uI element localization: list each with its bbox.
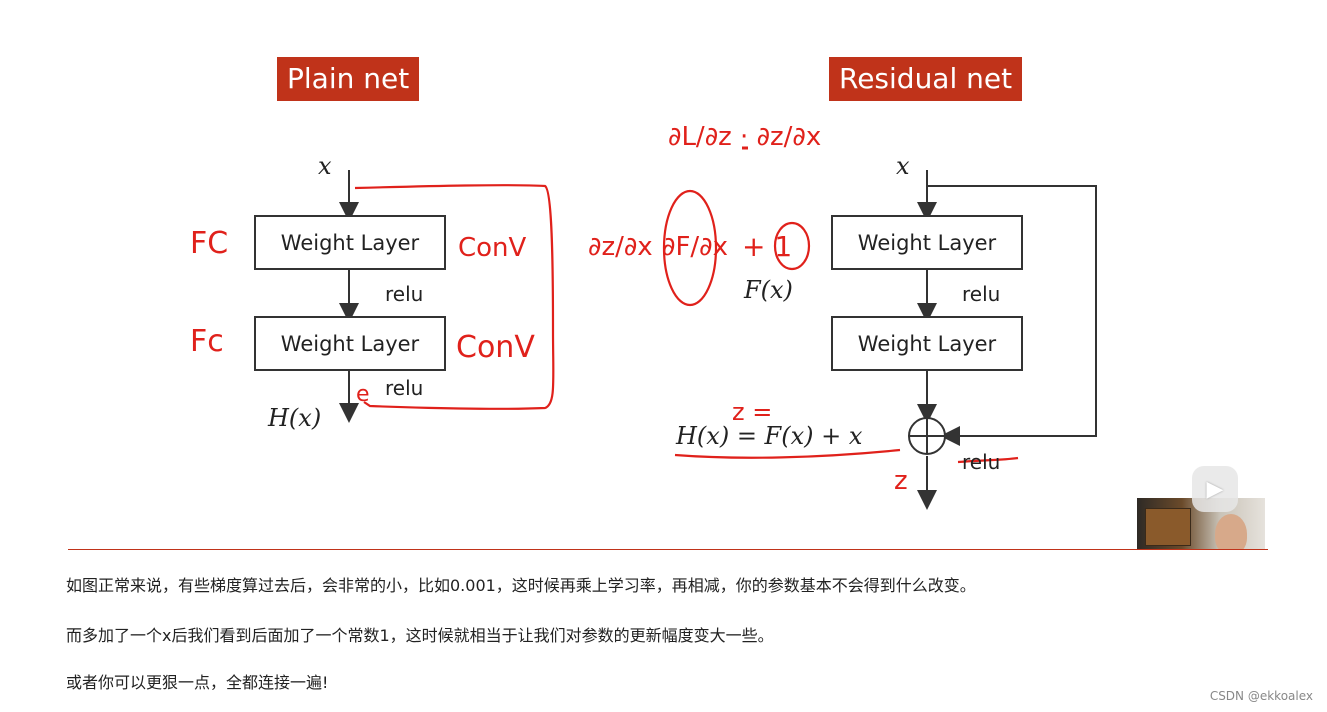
relu-strike bbox=[957, 456, 1019, 464]
paragraph-1: 如图正常来说，有些梯度算过去后，会非常的小，比如0.001，这时候再乘上学习率，… bbox=[66, 576, 976, 595]
plain-relu-1: relu bbox=[385, 282, 424, 306]
plain-weight-layer-2: Weight Layer bbox=[254, 316, 446, 371]
residual-input-label: x bbox=[896, 152, 910, 180]
residual-relu-1: relu bbox=[962, 282, 1001, 306]
residual-weight-layer-1: Weight Layer bbox=[831, 215, 1023, 270]
play-icon: ▶ bbox=[1206, 476, 1224, 502]
sum-node-icon bbox=[908, 417, 946, 455]
annotation-plus-one: + 1 bbox=[742, 230, 793, 263]
annotation-e-mark: e bbox=[356, 382, 370, 407]
plain-weight-layer-1: Weight Layer bbox=[254, 215, 446, 270]
plain-input-label: x bbox=[318, 152, 332, 180]
residual-net-title: Residual net bbox=[829, 57, 1023, 101]
csdn-watermark: CSDN @ekkoalex bbox=[1209, 689, 1313, 703]
annotation-dF-dx: ∂F/∂x bbox=[662, 232, 728, 262]
diagram-lines bbox=[339, 146, 1097, 510]
residual-fx-label: F(x) bbox=[744, 276, 793, 304]
lecture-slide: Plain net Residual net x Weight Layer re… bbox=[190, 57, 1265, 550]
annotation-chain-rule: ∂L/∂z · ∂z/∂x bbox=[668, 122, 822, 152]
plain-skip-handdrawn bbox=[354, 184, 555, 410]
play-button[interactable]: ▶ bbox=[1192, 466, 1238, 512]
residual-weight-layer-2: Weight Layer bbox=[831, 316, 1023, 371]
annotation-fc-1: FC bbox=[190, 226, 229, 261]
section-divider bbox=[68, 549, 1268, 550]
one-circle bbox=[773, 221, 811, 271]
plain-relu-2: relu bbox=[385, 376, 424, 400]
annotation-fc-2: Fc bbox=[190, 324, 224, 359]
plain-output-label: H(x) bbox=[268, 404, 322, 432]
presenter-face bbox=[1215, 514, 1247, 550]
annotation-z-out: z bbox=[894, 466, 908, 496]
bookshelf bbox=[1145, 508, 1191, 546]
paragraph-3: 或者你可以更狠一点，全都连接一遍! bbox=[66, 673, 329, 692]
plain-net-title: Plain net bbox=[277, 57, 420, 101]
paragraph-2: 而多加了一个x后我们看到后面加了一个常数1，这时候就相当于让我们对参数的更新幅度… bbox=[66, 626, 774, 645]
annotation-conv-1: ConV bbox=[458, 233, 527, 263]
annotation-dz-dx: ∂z/∂x bbox=[588, 232, 653, 262]
residual-relu-out: relu bbox=[962, 450, 1001, 474]
equation-underline bbox=[674, 448, 901, 459]
skip-connection bbox=[927, 185, 1097, 446]
annotation-z-eq: z = bbox=[732, 398, 773, 426]
annotation-conv-2: ConV bbox=[456, 330, 535, 365]
residual-equation: H(x) = F(x) + x bbox=[676, 422, 863, 450]
presenter-video-thumbnail[interactable] bbox=[1137, 498, 1265, 550]
dF-circle bbox=[662, 189, 718, 307]
